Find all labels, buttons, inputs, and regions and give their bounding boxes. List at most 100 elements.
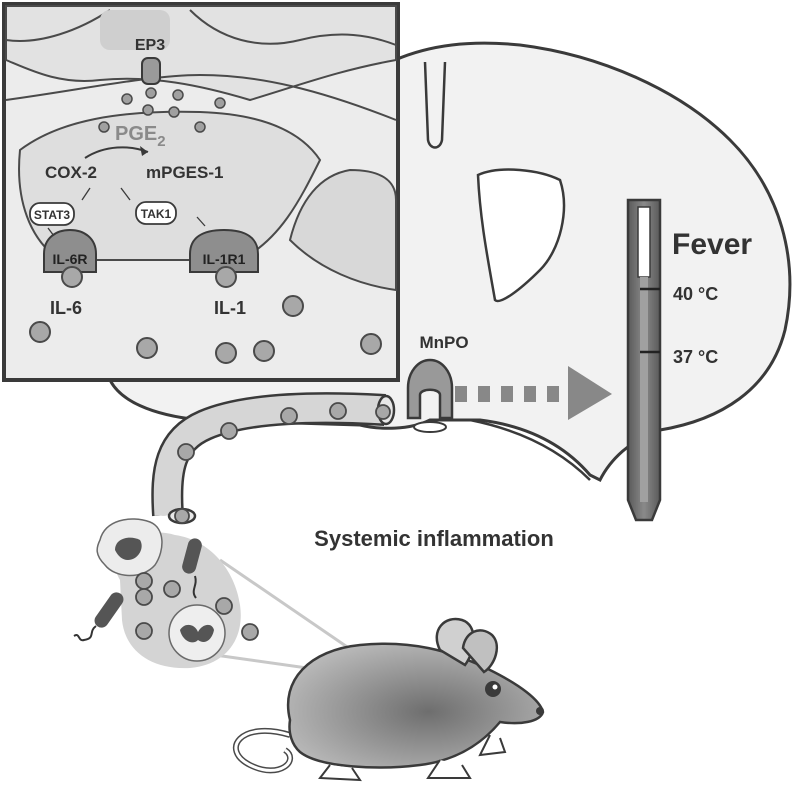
il6-cytokine: [61, 266, 83, 288]
mouse-nose: [536, 707, 544, 715]
mouse-eye-highlight: [492, 684, 498, 690]
blob-cytokines: [135, 572, 259, 641]
brain-outline: [107, 41, 792, 483]
stat3-box: [29, 202, 75, 226]
mnpo-shape: [406, 358, 454, 420]
neutrophil-nucleus: [180, 624, 214, 643]
arrow-head: [568, 366, 612, 420]
temp-37-label: 37 °C: [673, 347, 718, 367]
cytokine: [282, 295, 304, 317]
lateral-ventricle: [476, 168, 566, 303]
mouse-eye: [485, 681, 501, 697]
cytokine: [241, 623, 259, 641]
arrow-dash: [455, 386, 467, 402]
cytokine: [29, 321, 51, 343]
arrow-dash: [547, 386, 559, 402]
tak1-box: [135, 201, 177, 225]
pge2-molecule: [214, 97, 226, 109]
shaded-region: [100, 10, 170, 50]
ep3-receptor: [141, 57, 161, 85]
il1-label: IL-1: [214, 298, 246, 318]
pge2-molecule: [145, 87, 157, 99]
cytokines: [29, 266, 382, 364]
cox2-label: COX-2: [45, 163, 97, 182]
bacterium: [94, 592, 124, 628]
macrophage-nucleus: [115, 537, 142, 560]
brain-section: [107, 41, 792, 483]
mnpo-structure: MnPO: [406, 333, 469, 433]
cytokine: [329, 402, 347, 420]
right-tissue: [288, 168, 397, 292]
mnpo-label: MnPO: [419, 333, 468, 352]
pge2-molecule: [121, 93, 133, 105]
cytokine: [280, 407, 298, 425]
stat3-label: STAT3: [34, 208, 71, 222]
il6r-label: IL-6R: [53, 251, 88, 267]
pge2-molecule: [168, 106, 180, 118]
mnpo-base: [413, 421, 447, 433]
signal-arrow: [196, 216, 206, 227]
ep3-label: EP3: [135, 37, 165, 54]
mouse-foot: [478, 734, 507, 757]
pge2-label-sub: 2: [157, 133, 165, 150]
tak1-label: TAK1: [141, 207, 172, 221]
fever-arrow: [455, 366, 612, 420]
cytokine: [135, 572, 153, 590]
cytokine: [135, 622, 153, 640]
brain-lower-curve: [469, 418, 591, 481]
cytokine: [360, 333, 382, 355]
vessel-cytokines: [174, 402, 391, 524]
il1r1-receptor: [189, 228, 259, 273]
systemic-inflammation-label: Systemic inflammation: [314, 526, 554, 551]
temp-40-label: 40 °C: [673, 284, 718, 304]
signal-arrow: [120, 187, 131, 201]
il1-cytokine: [215, 266, 237, 288]
arrow-dash: [524, 386, 536, 402]
cell-body-outline: [18, 110, 322, 261]
inset-panel: EP3 PGE2 COX-2 mPGES-1 STAT3: [2, 2, 400, 382]
mouse-foot: [426, 759, 472, 779]
upper-tissue-branch: [5, 9, 397, 46]
pge2-molecules: [98, 87, 226, 133]
cytokine: [136, 337, 158, 359]
mouse-icon: [232, 617, 545, 782]
macrophage-icon: [96, 518, 163, 577]
il1r1-label: IL-1R1: [203, 251, 246, 267]
cytokine: [215, 342, 237, 364]
blood-vessel-icon: [151, 392, 396, 525]
thermometer-mercury: [640, 277, 648, 502]
mouse-ear: [461, 629, 499, 674]
cytokine: [220, 422, 238, 440]
pge2-molecule: [172, 89, 184, 101]
cytokine: [253, 340, 275, 362]
bacteria-icon: [73, 538, 202, 642]
bacterium-flagellum: [192, 575, 197, 599]
mpges1-label: mPGES-1: [146, 163, 223, 182]
mouse-foot: [318, 764, 362, 782]
bacterium-flagellum: [73, 625, 97, 642]
cytokine: [215, 597, 233, 615]
il6r-receptor: [43, 228, 97, 273]
arrow-dash: [501, 386, 513, 402]
cytokine: [375, 404, 391, 420]
pge2-molecule: [142, 104, 154, 116]
il6-label: IL-6: [50, 298, 82, 318]
thermometer-icon: Fever 40 °C 37 °C: [626, 198, 752, 522]
pge2-molecule: [98, 121, 110, 133]
brain-midline: [423, 61, 447, 149]
neutrophil-icon: [168, 604, 226, 662]
mouse-body: [286, 642, 545, 769]
pge2-label-main: PGE: [115, 123, 157, 145]
cytokine: [135, 588, 153, 606]
tissue-top-curve: [5, 73, 397, 121]
mouse-tail-inner: [234, 729, 292, 772]
cytokine: [177, 443, 195, 461]
pge2-molecule: [194, 121, 206, 133]
bacterium: [182, 538, 202, 574]
cytokine: [174, 508, 190, 524]
thermometer-gap: [637, 206, 651, 278]
cytokine: [163, 580, 181, 598]
pge2-label: PGE2: [115, 123, 166, 150]
